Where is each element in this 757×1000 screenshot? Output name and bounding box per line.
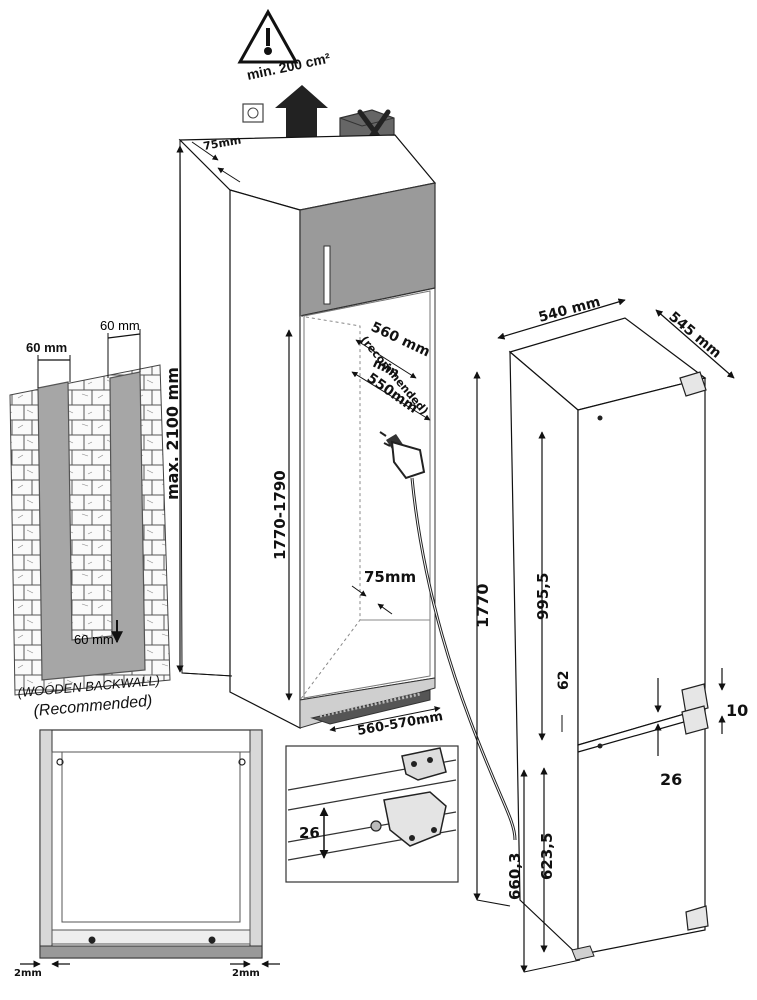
wall-bottom-label: 60 mm — [74, 632, 114, 647]
niche-height-label: 1770-1790 — [271, 470, 289, 560]
hinge-detail — [285, 745, 459, 883]
gap-62-label: 62 — [556, 671, 572, 690]
upper-door-label: 995,5 — [534, 573, 552, 620]
up-arrow-icon — [275, 85, 328, 140]
power-socket-icon — [242, 103, 264, 123]
gap-10-label: 10 — [726, 701, 748, 720]
side-gap-left-label: 2mm — [14, 968, 42, 979]
hinge-offset-label: 26 — [299, 824, 320, 842]
wall-right-label: 60 mm — [100, 318, 140, 333]
cabinet-handle — [323, 245, 331, 305]
lower-height-623-label: 623,5 — [538, 833, 556, 880]
front-view — [39, 729, 263, 959]
side-gap-right-label: 2mm — [232, 968, 260, 979]
dim-26-label: 26 — [660, 770, 682, 789]
stone-wall — [9, 364, 171, 696]
wall-left-label: 60 mm — [26, 340, 67, 355]
warning-sign — [237, 8, 299, 64]
wooden-backwall — [37, 371, 146, 681]
lower-height-660-label: 660,3 — [506, 853, 524, 900]
cabinet — [178, 134, 437, 729]
power-plug-icon — [379, 431, 426, 480]
rear-gap-label: 75mm — [364, 568, 416, 586]
depth-label: 545 mm — [665, 309, 724, 362]
height-label: 1770 — [473, 583, 492, 628]
max-height-label: max. 2100 mm — [163, 367, 182, 500]
width-label: 540 mm — [537, 294, 602, 326]
